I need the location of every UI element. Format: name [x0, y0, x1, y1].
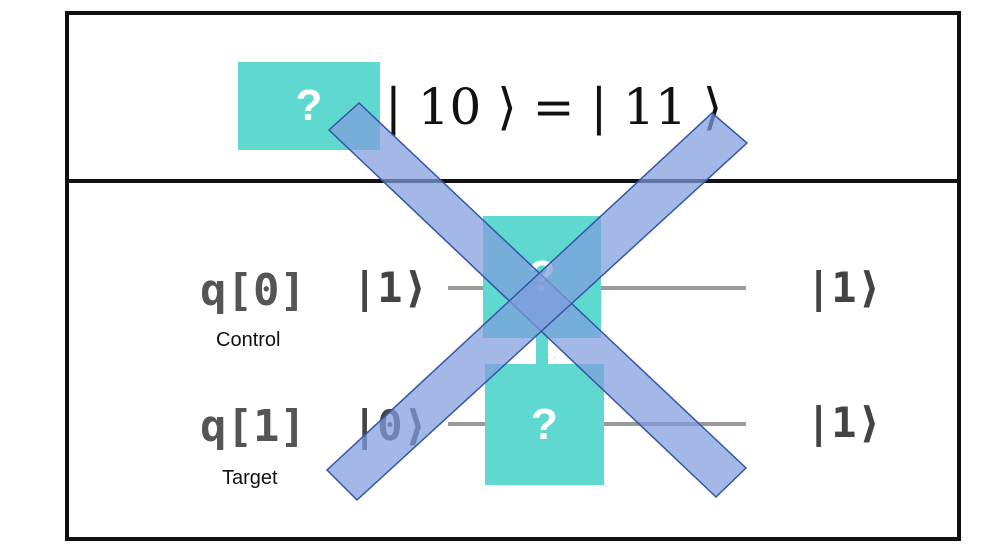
qubit-label-q0: q[0]	[200, 265, 306, 316]
qubit-role-control: Control	[216, 329, 281, 351]
input-state-q0: |1⟩	[352, 263, 428, 312]
cross-stroke-up	[325, 111, 749, 502]
output-state-q1: |1⟩	[806, 398, 882, 447]
equation-text: | 10 ⟩ = | 11 ⟩	[385, 78, 723, 136]
gate-bottom-box[interactable]: ?	[485, 364, 604, 485]
output-state-q0: |1⟩	[806, 263, 882, 312]
section-divider	[65, 179, 957, 183]
gate-bottom-mark: ?	[531, 399, 558, 449]
gate-connector	[536, 336, 548, 366]
qubit-role-target: Target	[222, 467, 278, 489]
qubit-label-q1: q[1]	[200, 401, 306, 452]
diagram-frame	[65, 11, 961, 541]
equation-unknown-mark: ?	[295, 81, 323, 130]
